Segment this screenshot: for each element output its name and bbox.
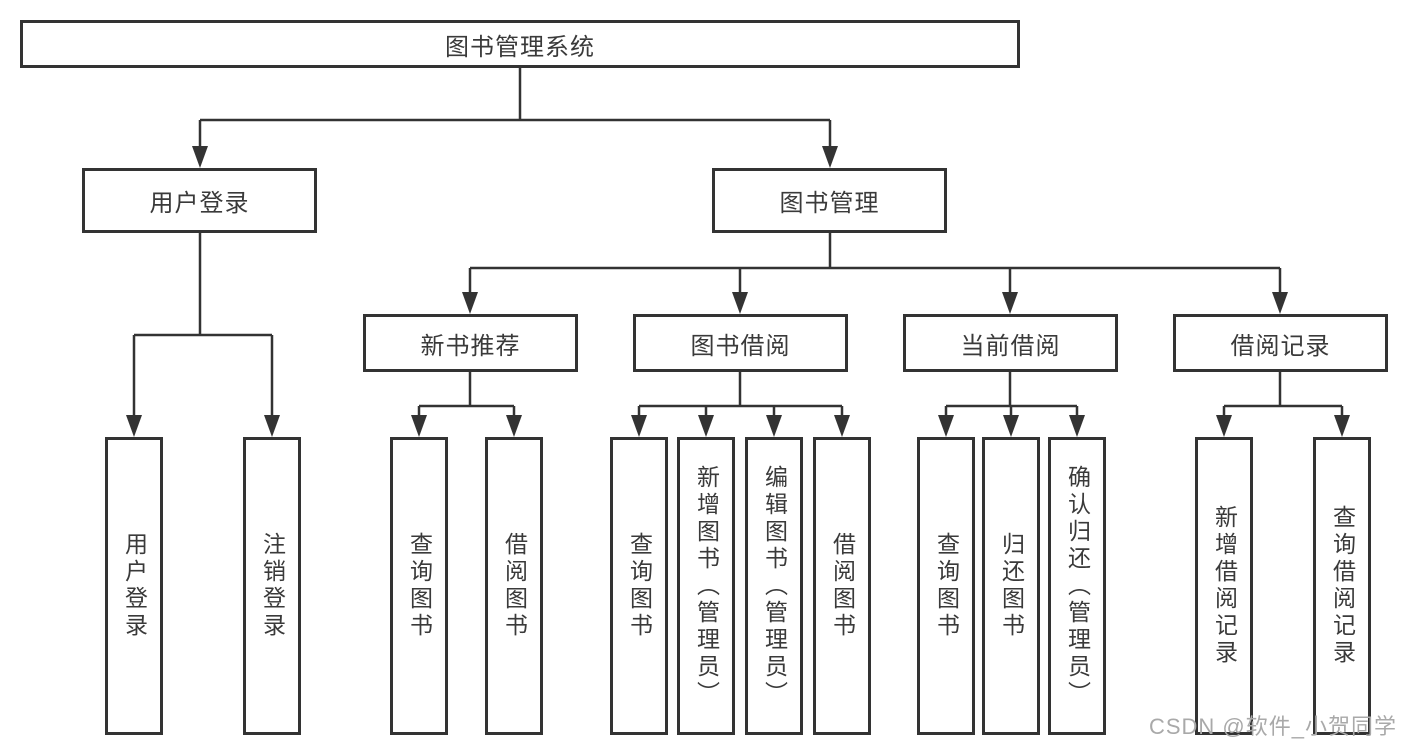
- node-root-library-system: 图书管理系统: [20, 20, 1020, 68]
- leaf-query-borrow-record: 查询借阅记录: [1313, 437, 1371, 735]
- node-user-login: 用户登录: [82, 168, 317, 233]
- leaf-borrow-books-1: 借阅图书: [485, 437, 543, 735]
- node-book-management: 图书管理: [712, 168, 947, 233]
- leaf-query-books-3: 查询图书: [917, 437, 975, 735]
- leaf-logout: 注销登录: [243, 437, 301, 735]
- leaf-user-login: 用户登录: [105, 437, 163, 735]
- node-new-book-recommend: 新书推荐: [363, 314, 578, 372]
- leaf-add-borrow-record: 新增借阅记录: [1195, 437, 1253, 735]
- node-book-borrow: 图书借阅: [633, 314, 848, 372]
- leaf-query-books-1: 查询图书: [390, 437, 448, 735]
- leaf-add-books-admin: 新增图书（管理员）: [677, 437, 735, 735]
- leaf-borrow-books-2: 借阅图书: [813, 437, 871, 735]
- leaf-edit-books-admin: 编辑图书（管理员）: [745, 437, 803, 735]
- arrowheads: [126, 146, 1350, 437]
- csdn-watermark: CSDN @软件_小贺同学: [1148, 714, 1397, 739]
- node-current-borrow: 当前借阅: [903, 314, 1118, 372]
- leaf-query-books-2: 查询图书: [610, 437, 668, 735]
- leaf-confirm-return-admin: 确认归还（管理员）: [1048, 437, 1106, 735]
- leaf-return-books: 归还图书: [982, 437, 1040, 735]
- node-borrow-records: 借阅记录: [1173, 314, 1388, 372]
